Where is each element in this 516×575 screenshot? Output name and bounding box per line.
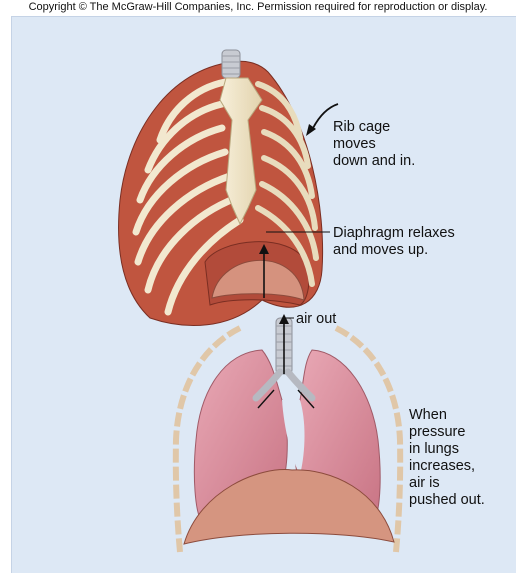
- air-out-label: air out: [296, 311, 337, 327]
- thorax-lungs: [172, 317, 404, 553]
- ribs-left: [132, 78, 244, 316]
- rib-cage-label: Rib cage moves down and in.: [333, 119, 416, 169]
- chest-wall-left: [172, 325, 242, 553]
- bronchi: [252, 368, 316, 402]
- diaphragm-relaxed: [211, 259, 305, 301]
- diaphragm-up-arrow: [259, 244, 269, 298]
- rib-movement-arrowhead: [306, 124, 316, 136]
- diaphragm-bottom: [183, 469, 395, 545]
- bronchi-arrows: [257, 389, 315, 409]
- ribs-right: [255, 81, 319, 287]
- pressure-label: When pressure in lungs increases, air is…: [409, 407, 485, 508]
- sternum: [219, 77, 263, 226]
- trachea-rings: [222, 55, 240, 75]
- rib-cage: [118, 49, 324, 326]
- chest-wall-right: [334, 325, 404, 553]
- copyright-notice: Copyright © The McGraw-Hill Companies, I…: [28, 1, 488, 13]
- diaphragm-label: Diaphragm relaxes and moves up.: [333, 225, 455, 258]
- air-out-arrow: [279, 314, 294, 374]
- heart-space: [282, 400, 305, 475]
- rib-movement-arrow: [311, 103, 339, 131]
